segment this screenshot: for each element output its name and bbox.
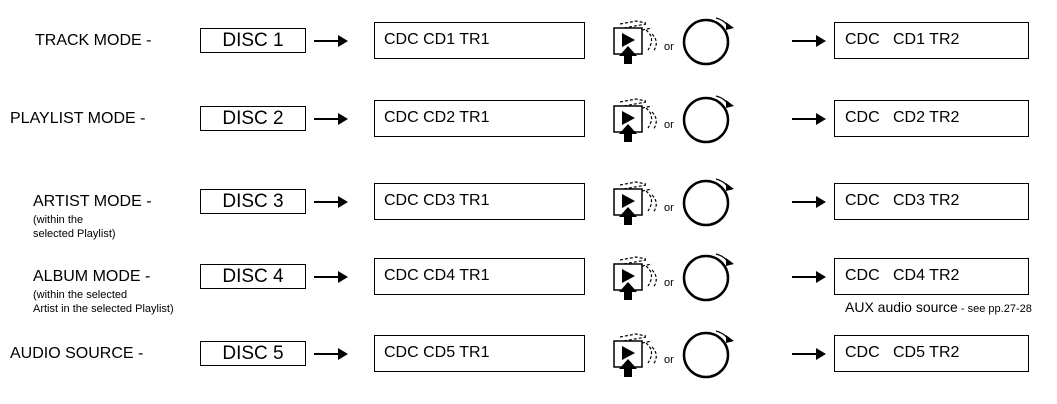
right-arrow-icon — [314, 113, 348, 125]
mode-label: ALBUM MODE - — [33, 268, 151, 285]
right-arrow-icon — [792, 271, 826, 283]
right-arrow-icon — [792, 348, 826, 360]
rotary-knob-icon[interactable] — [682, 14, 740, 66]
mode-label: TRACK MODE - — [35, 32, 152, 49]
mode-label: AUDIO SOURCE - — [10, 345, 144, 362]
play-button-press-icon[interactable] — [606, 177, 666, 227]
mode-sublabel: Artist in the selected Playlist) — [33, 303, 174, 315]
mode-sublabel: selected Playlist) — [33, 228, 116, 240]
display-before: CDC CD2 TR1 — [374, 100, 585, 137]
rotary-knob-icon[interactable] — [682, 250, 740, 302]
play-button-press-icon[interactable] — [606, 252, 666, 302]
mode-label: ARTIST MODE - — [33, 193, 152, 210]
display-after: CDC CD2 TR2 — [834, 100, 1029, 137]
right-arrow-icon — [314, 271, 348, 283]
row-artist-mode: ARTIST MODE - (within the selected Playl… — [0, 178, 1057, 240]
rotary-knob-icon[interactable] — [682, 92, 740, 144]
play-button-press-icon[interactable] — [606, 329, 666, 379]
aux-note: AUX audio source - see pp.27-28 — [845, 299, 1032, 315]
rotary-knob-icon[interactable] — [682, 327, 740, 379]
display-before: CDC CD4 TR1 — [374, 258, 585, 295]
right-arrow-icon — [792, 196, 826, 208]
or-text: or — [664, 277, 674, 289]
right-arrow-icon — [792, 35, 826, 47]
right-arrow-icon — [314, 196, 348, 208]
display-after: CDC CD4 TR2 — [834, 258, 1029, 295]
disc-button[interactable]: DISC 5 — [200, 341, 306, 366]
disc-button[interactable]: DISC 1 — [200, 28, 306, 53]
display-before: CDC CD3 TR1 — [374, 183, 585, 220]
or-text: or — [664, 202, 674, 214]
or-text: or — [664, 119, 674, 131]
right-arrow-icon — [314, 35, 348, 47]
mode-sublabel: (within the selected — [33, 289, 128, 301]
display-after: CDC CD5 TR2 — [834, 335, 1029, 372]
right-arrow-icon — [314, 348, 348, 360]
or-text: or — [664, 354, 674, 366]
display-before: CDC CD5 TR1 — [374, 335, 585, 372]
row-track-mode: TRACK MODE - DISC 1 CDC CD1 TR1 or CDC C… — [0, 17, 1057, 66]
disc-button[interactable]: DISC 2 — [200, 106, 306, 131]
rotary-knob-icon[interactable] — [682, 175, 740, 227]
display-before: CDC CD1 TR1 — [374, 22, 585, 59]
mode-sublabel: (within the — [33, 214, 84, 226]
or-text: or — [664, 41, 674, 53]
aux-note-main: AUX audio source — [845, 299, 958, 315]
aux-note-ref: - see pp.27-28 — [957, 303, 1032, 315]
display-after: CDC CD3 TR2 — [834, 183, 1029, 220]
display-after: CDC CD1 TR2 — [834, 22, 1029, 59]
mode-label: PLAYLIST MODE - — [10, 110, 146, 127]
play-button-press-icon[interactable] — [606, 94, 666, 144]
right-arrow-icon — [792, 113, 826, 125]
row-album-mode: ALBUM MODE - (within the selected Artist… — [0, 253, 1057, 315]
play-button-press-icon[interactable] — [606, 16, 666, 66]
row-playlist-mode: PLAYLIST MODE - DISC 2 CDC CD2 TR1 or CD… — [0, 95, 1057, 144]
disc-button[interactable]: DISC 4 — [200, 264, 306, 289]
row-audio-source: AUDIO SOURCE - DISC 5 CDC CD5 TR1 or CDC… — [0, 330, 1057, 379]
disc-button[interactable]: DISC 3 — [200, 189, 306, 214]
